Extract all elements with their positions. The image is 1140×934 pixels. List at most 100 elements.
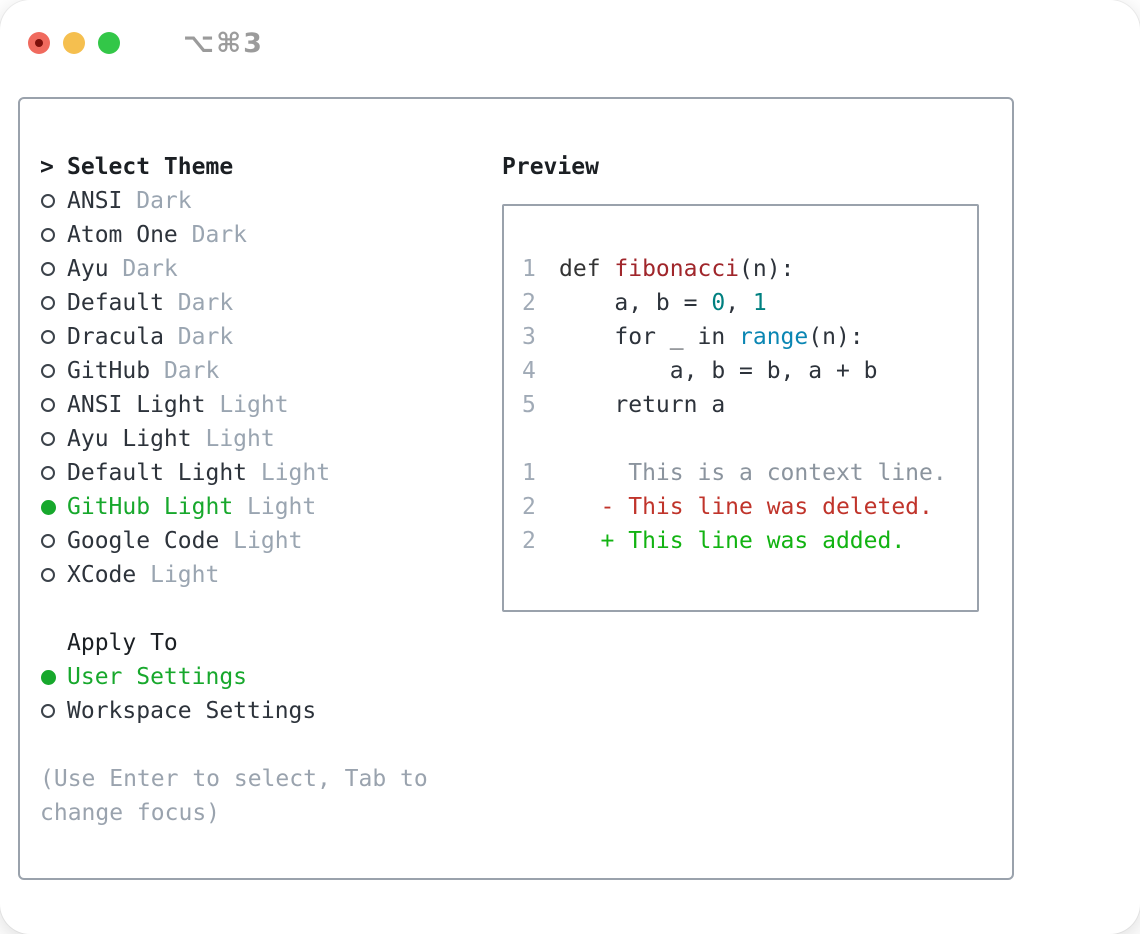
line-number: 1 — [522, 256, 536, 282]
theme-option-dracula[interactable]: Dracula Dark — [40, 320, 490, 354]
line-number: 2 — [522, 494, 536, 520]
radio-circle — [41, 364, 55, 378]
theme-option-ayu[interactable]: Ayu Dark — [40, 252, 490, 286]
radio-unselected-icon — [40, 330, 67, 344]
theme-option-atom-one[interactable]: Atom One Dark — [40, 218, 490, 252]
code-segment-number: 0 — [711, 290, 726, 316]
radio-unselected-icon — [40, 228, 67, 242]
theme-variant-tag: Light — [219, 528, 303, 554]
minimize-button[interactable] — [63, 32, 85, 54]
radio-circle — [41, 262, 55, 276]
code-segment-keyword: def — [559, 256, 615, 282]
apply-option-workspace-settings[interactable]: Workspace Settings — [40, 694, 490, 728]
spacer — [40, 728, 490, 762]
preview-heading: Preview — [502, 154, 599, 180]
radio-unselected-icon — [40, 296, 67, 310]
apply-to-heading-row: Apply To — [40, 626, 490, 660]
theme-variant-tag: Light — [136, 562, 220, 588]
radio-unselected-icon — [40, 534, 67, 548]
code-segment-builtin: range — [739, 324, 809, 350]
code-segment-plain: , — [725, 290, 753, 316]
code-line: 2 - This line was deleted. — [522, 490, 967, 524]
code-line: 4 a, b = b, a + b — [522, 354, 967, 388]
line-number — [522, 422, 559, 456]
theme-label: ANSI Light — [67, 392, 206, 418]
code-segment-plain: for _ in — [559, 324, 740, 350]
theme-option-xcode[interactable]: XCode Light — [40, 558, 490, 592]
theme-option-github-light[interactable]: GitHub Light Light — [40, 490, 490, 524]
code-segment-plain: return a — [559, 392, 726, 418]
theme-option-default-light[interactable]: Default Light Light — [40, 456, 490, 490]
theme-variant-tag: Light — [247, 460, 331, 486]
radio-circle — [41, 398, 55, 412]
apply-option-user-settings[interactable]: User Settings — [40, 660, 490, 694]
code-line — [522, 422, 967, 456]
theme-option-google-code[interactable]: Google Code Light — [40, 524, 490, 558]
radio-unselected-icon — [40, 262, 67, 276]
apply-to-heading: Apply To — [67, 630, 178, 656]
radio-circle — [41, 534, 55, 548]
radio-unselected-icon — [40, 364, 67, 378]
radio-circle — [41, 432, 55, 446]
code-line: 2 a, b = 0, 1 — [522, 286, 967, 320]
theme-label: Ayu Light — [67, 426, 192, 452]
code-segment-deleted: - This line was deleted. — [559, 494, 933, 520]
code-segment-context: This is a context line. — [559, 460, 947, 486]
radio-unselected-icon — [40, 398, 67, 412]
theme-variant-tag: Dark — [150, 358, 220, 384]
code-line: 1 def fibonacci(n): — [522, 252, 967, 286]
select-theme-heading: Select Theme — [67, 154, 234, 180]
code-segment-added: + This line was added. — [559, 528, 906, 554]
theme-label: GitHub — [67, 358, 151, 384]
radio-unselected-icon — [40, 194, 67, 208]
radio-unselected-icon — [40, 466, 67, 480]
theme-variant-tag: Light — [205, 392, 289, 418]
code-text: for _ in range(n): — [559, 320, 863, 354]
theme-label: ANSI — [67, 188, 123, 214]
theme-variant-tag: Dark — [163, 290, 234, 316]
zoom-button[interactable] — [98, 32, 120, 54]
code-segment-plain: (n): — [739, 256, 795, 282]
code-segment-plain: a, b = — [559, 290, 712, 316]
theme-option-default[interactable]: Default Dark — [40, 286, 490, 320]
code-text: def fibonacci(n): — [559, 252, 794, 286]
radio-unselected-icon — [40, 704, 67, 718]
radio-unselected-icon — [40, 568, 67, 582]
radio-circle — [41, 228, 55, 242]
code-line: 5 return a — [522, 388, 967, 422]
line-number: 4 — [522, 358, 536, 384]
theme-variant-tag: Light — [233, 494, 317, 520]
theme-variant-tag: Dark — [122, 188, 192, 214]
apply-option-label: Workspace Settings — [67, 698, 317, 724]
code-text: + This line was added. — [559, 524, 906, 558]
radio-unselected-icon — [40, 432, 67, 446]
close-button[interactable] — [28, 32, 50, 54]
theme-option-ansi[interactable]: ANSI Dark — [40, 184, 490, 218]
line-number: 2 — [522, 528, 536, 554]
code-text: a, b = b, a + b — [559, 354, 878, 388]
theme-label: Dracula — [67, 324, 164, 350]
line-number: 3 — [522, 324, 536, 350]
theme-option-ansi-light[interactable]: ANSI Light Light — [40, 388, 490, 422]
radio-circle — [41, 704, 55, 718]
radio-selected-icon — [40, 499, 67, 515]
code-text: return a — [559, 388, 725, 422]
theme-option-ayu-light[interactable]: Ayu Light Light — [40, 422, 490, 456]
radio-circle — [41, 568, 55, 582]
code-segment-title: fibonacci — [614, 256, 740, 282]
code-line: 3 for _ in range(n): — [522, 320, 967, 354]
spacer — [40, 592, 490, 626]
theme-label: Default — [67, 290, 164, 316]
radio-circle — [41, 499, 56, 515]
theme-option-github[interactable]: GitHub Dark — [40, 354, 490, 388]
apply-option-label: User Settings — [67, 664, 248, 690]
code-line: 2 + This line was added. — [522, 524, 967, 558]
line-number: 5 — [522, 392, 536, 418]
